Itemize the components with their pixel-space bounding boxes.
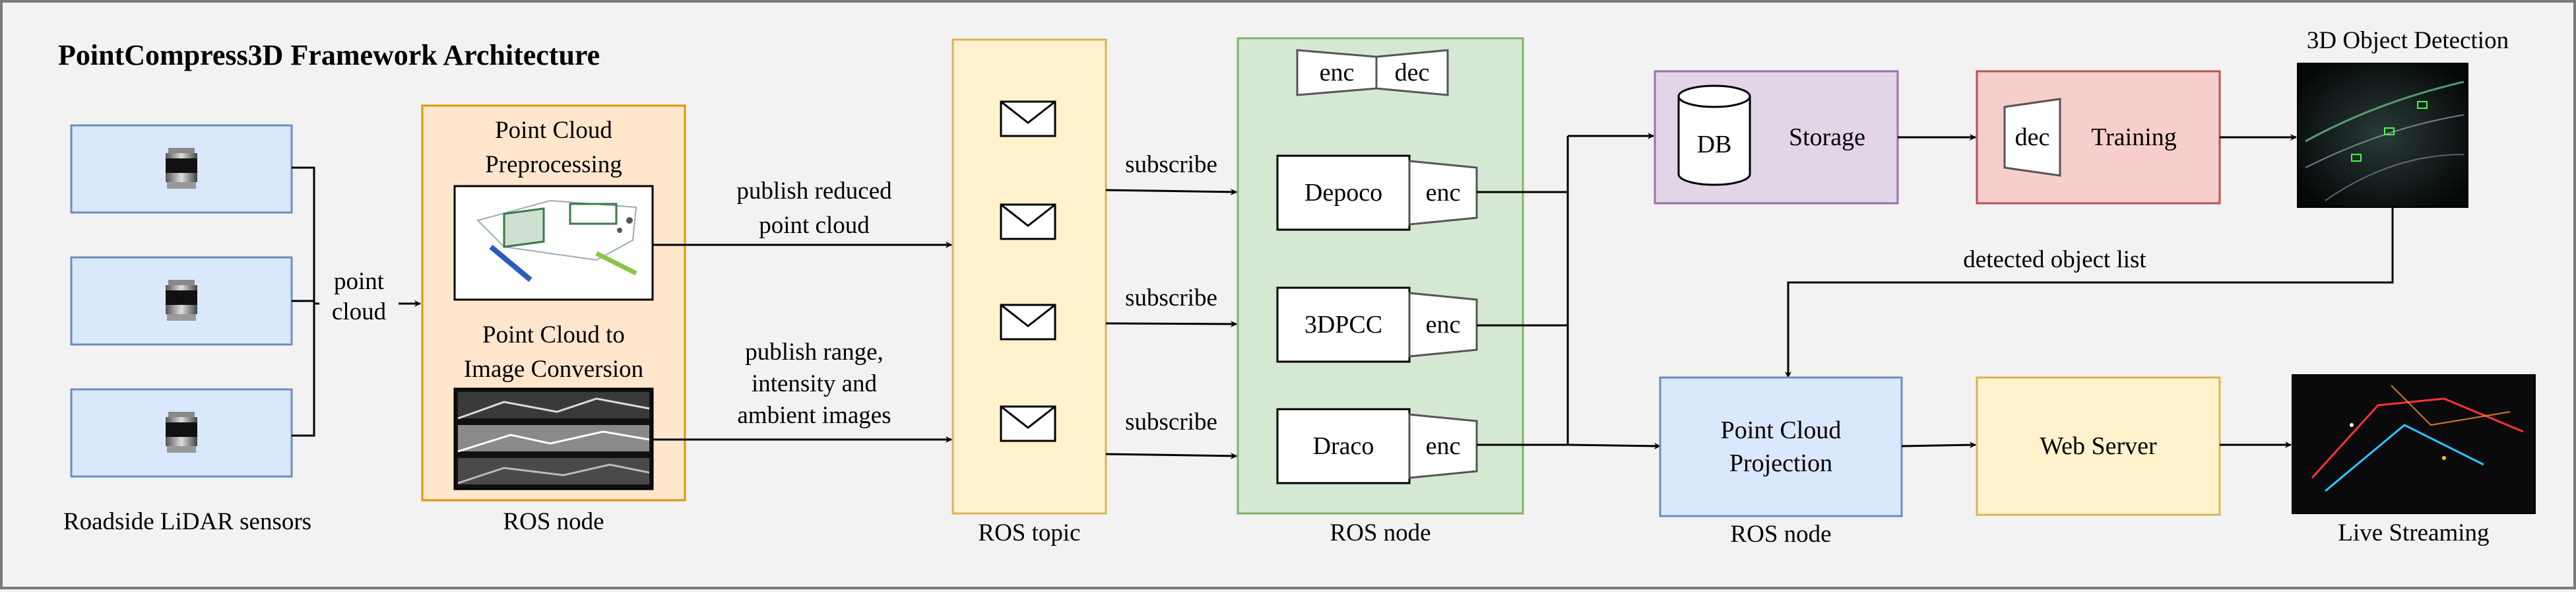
draco-label: Draco: [1312, 432, 1374, 460]
ros-topic-caption: ROS topic: [978, 519, 1081, 546]
dec-label-top: dec: [1394, 59, 1430, 86]
projection-to-webserver-arrow: [1901, 442, 1976, 449]
storage-label: Storage: [1788, 123, 1866, 151]
projection-caption: ROS node: [1730, 521, 1832, 548]
preprocessing-node-caption: ROS node: [503, 508, 604, 535]
message-envelope-icon: [1000, 405, 1056, 442]
detected-list-arrow: [1785, 207, 2394, 378]
subscribe-label-1: subscribe: [1125, 151, 1217, 178]
sensors-caption: Roadside LiDAR sensors: [63, 508, 312, 535]
web-server-label: Web Server: [2040, 432, 2157, 460]
db-label: DB: [1696, 131, 1732, 158]
enc-label-3dpcc: enc: [1425, 311, 1461, 339]
diagram-title: PointCompress3D Framework Architecture: [58, 39, 600, 71]
lidar-sensor-3: [70, 388, 293, 478]
subscribe-label-2: subscribe: [1125, 284, 1217, 312]
enc-shape-depoco: [1408, 160, 1478, 226]
preprocessing-title: Point Cloud Preprocessing: [485, 117, 622, 178]
detection-caption: 3D Object Detection: [2306, 27, 2509, 54]
enc-shape-3dpcc: [1408, 292, 1478, 358]
conversion-title: Point Cloud to Image Conversion: [463, 321, 644, 383]
enc-label-depoco: enc: [1425, 179, 1461, 207]
lidar-sensor-icon: [166, 280, 197, 321]
projection-box: [1659, 376, 1903, 517]
web-server-box: [1976, 376, 2221, 516]
message-envelope-icon: [1000, 100, 1056, 137]
codec-node-caption: ROS node: [1330, 519, 1431, 546]
message-envelope-icon: [1000, 203, 1056, 240]
message-envelope-icon: [1000, 304, 1056, 341]
dec-label-training: dec: [2014, 123, 2050, 151]
publish-images-label: publish range, intensity and ambient ima…: [737, 339, 891, 429]
3dpcc-box: [1276, 286, 1411, 363]
lidar-sensor-icon: [166, 412, 197, 453]
range-image-thumbnail: [453, 387, 654, 490]
subscribe-label-3: subscribe: [1125, 409, 1217, 436]
subscribe-arrow-1: [1105, 188, 1237, 195]
dec-shape-top: [1375, 49, 1449, 96]
point-cloud-thumbnail: [453, 185, 654, 301]
subscribe-arrow-3: [1105, 452, 1237, 459]
lidar-sensor-icon: [166, 148, 197, 189]
training-label: Training: [2091, 123, 2177, 151]
detection-scene-image: [2297, 63, 2468, 208]
dec-shape-training: [2003, 98, 2061, 177]
lidar-sensor-1: [70, 124, 293, 214]
point-cloud-edge-label: point cloud: [319, 267, 399, 327]
publish-reduced-label: publish reduced point cloud: [736, 178, 892, 239]
subscribe-arrow-2: [1105, 320, 1237, 327]
codec-output-bus: [1477, 133, 1661, 449]
projection-label: Point Cloud Projection: [1720, 416, 1842, 477]
draco-box: [1276, 408, 1411, 484]
live-streaming-image: [2292, 374, 2536, 514]
enc-label-top: enc: [1319, 59, 1355, 86]
detected-list-label: detected object list: [1963, 246, 2146, 273]
enc-shape-draco: [1408, 413, 1478, 479]
lidar-sensor-2: [70, 256, 293, 346]
3dpcc-label: 3DPCC: [1304, 311, 1383, 339]
enc-label-draco: enc: [1425, 432, 1461, 460]
diagram-canvas: [70, 37, 2536, 517]
depoco-label: Depoco: [1304, 179, 1383, 207]
database-icon: [1677, 84, 1751, 186]
live-streaming-caption: Live Streaming: [2338, 519, 2490, 546]
